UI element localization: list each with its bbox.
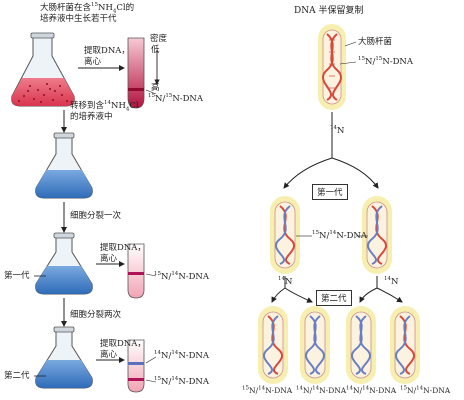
band-3b-label: 15N/14N-DNA [154,376,210,387]
band-2-label: 15N/14N-DNA [154,271,210,282]
mid-dna-label: 15N/14N-DNA [312,230,368,241]
extract-2-line1: 提取DNA， [100,243,146,253]
n14c-label: 14N [384,276,399,287]
band-3a-leader [145,356,157,364]
bacterium-label: 大肠杆菌 [358,37,393,47]
top-dna-label: 15N/15N-DNA [358,56,414,67]
arrow-gen2-2 [284,287,313,303]
step1-text-line2: 培养液中生长若干代 [40,14,117,24]
band-3b-leader [145,379,157,383]
divide-once-label: 细胞分裂一次 [70,211,122,221]
tube-2 [127,243,145,299]
gen1-box: 第一代 [312,184,348,200]
top-cell [318,24,346,110]
gen2-cell-1 [258,306,288,384]
bottom-label-2: 14N/14N-DNA [296,385,347,395]
gen1-cell-left [270,196,300,274]
band-3a-label: 14N/14N-DNA [154,350,210,361]
arrow-split-right [331,157,379,189]
gen2-cell-4 [390,306,420,384]
arrow-split-left [283,157,333,189]
gen2-label-left: 第二代 [4,371,30,381]
extract-1-line2: 离心 [84,57,102,67]
density-high: 高 [151,83,160,93]
bottom-label-3: 14N/14N-DNA [346,385,397,395]
bottom-label-1: 15N/14N-DNA [242,385,293,395]
bacterium-leader [344,41,357,47]
density-label: 密度 [150,34,168,44]
extract-3-line1: 提取DNA， [100,339,146,349]
arrow-gen2-4 [376,287,403,303]
transfer-line1: 转移到含14NH4Cl [70,100,139,113]
divide-twice-label: 细胞分裂两次 [70,310,122,320]
n14b-label: 14N [278,276,293,287]
gen2-cell-2 [300,306,330,384]
extract-1-line1: 提取DNA， [84,46,130,56]
transfer-line2: 的培养液中 [70,112,113,122]
band-2-leader [145,273,157,277]
right-title: DNA 半保留复制 [294,6,364,16]
band-1-leader [145,89,157,95]
flask-1 [11,32,75,107]
tube-1 [127,37,145,109]
bottom-label-4: 15N/14N-DNA [400,385,451,395]
extract-2-line2: 离心 [100,254,118,264]
step1-text-line1: 大肠杆菌在含15NH4Cl的 [40,2,135,15]
arrow-gen2-1 [271,287,286,303]
band-1-label: 15N/15N-DNA [148,93,204,104]
extract-3-line2: 离心 [100,350,118,360]
arrow-gen2-3 [359,287,378,303]
gen2-box: 第二代 [316,290,352,306]
density-low: 低 [151,45,160,55]
top-dna-leader [339,61,357,65]
n14-label: 14N [330,125,345,136]
gen2-cell-3 [346,306,376,384]
flask-2 [35,132,93,199]
flask-4 [35,326,93,389]
gen1-label-left: 第一代 [4,271,30,281]
tube-3 [127,339,145,393]
flask-3 [35,232,93,295]
gen1-cell-right [362,196,392,274]
